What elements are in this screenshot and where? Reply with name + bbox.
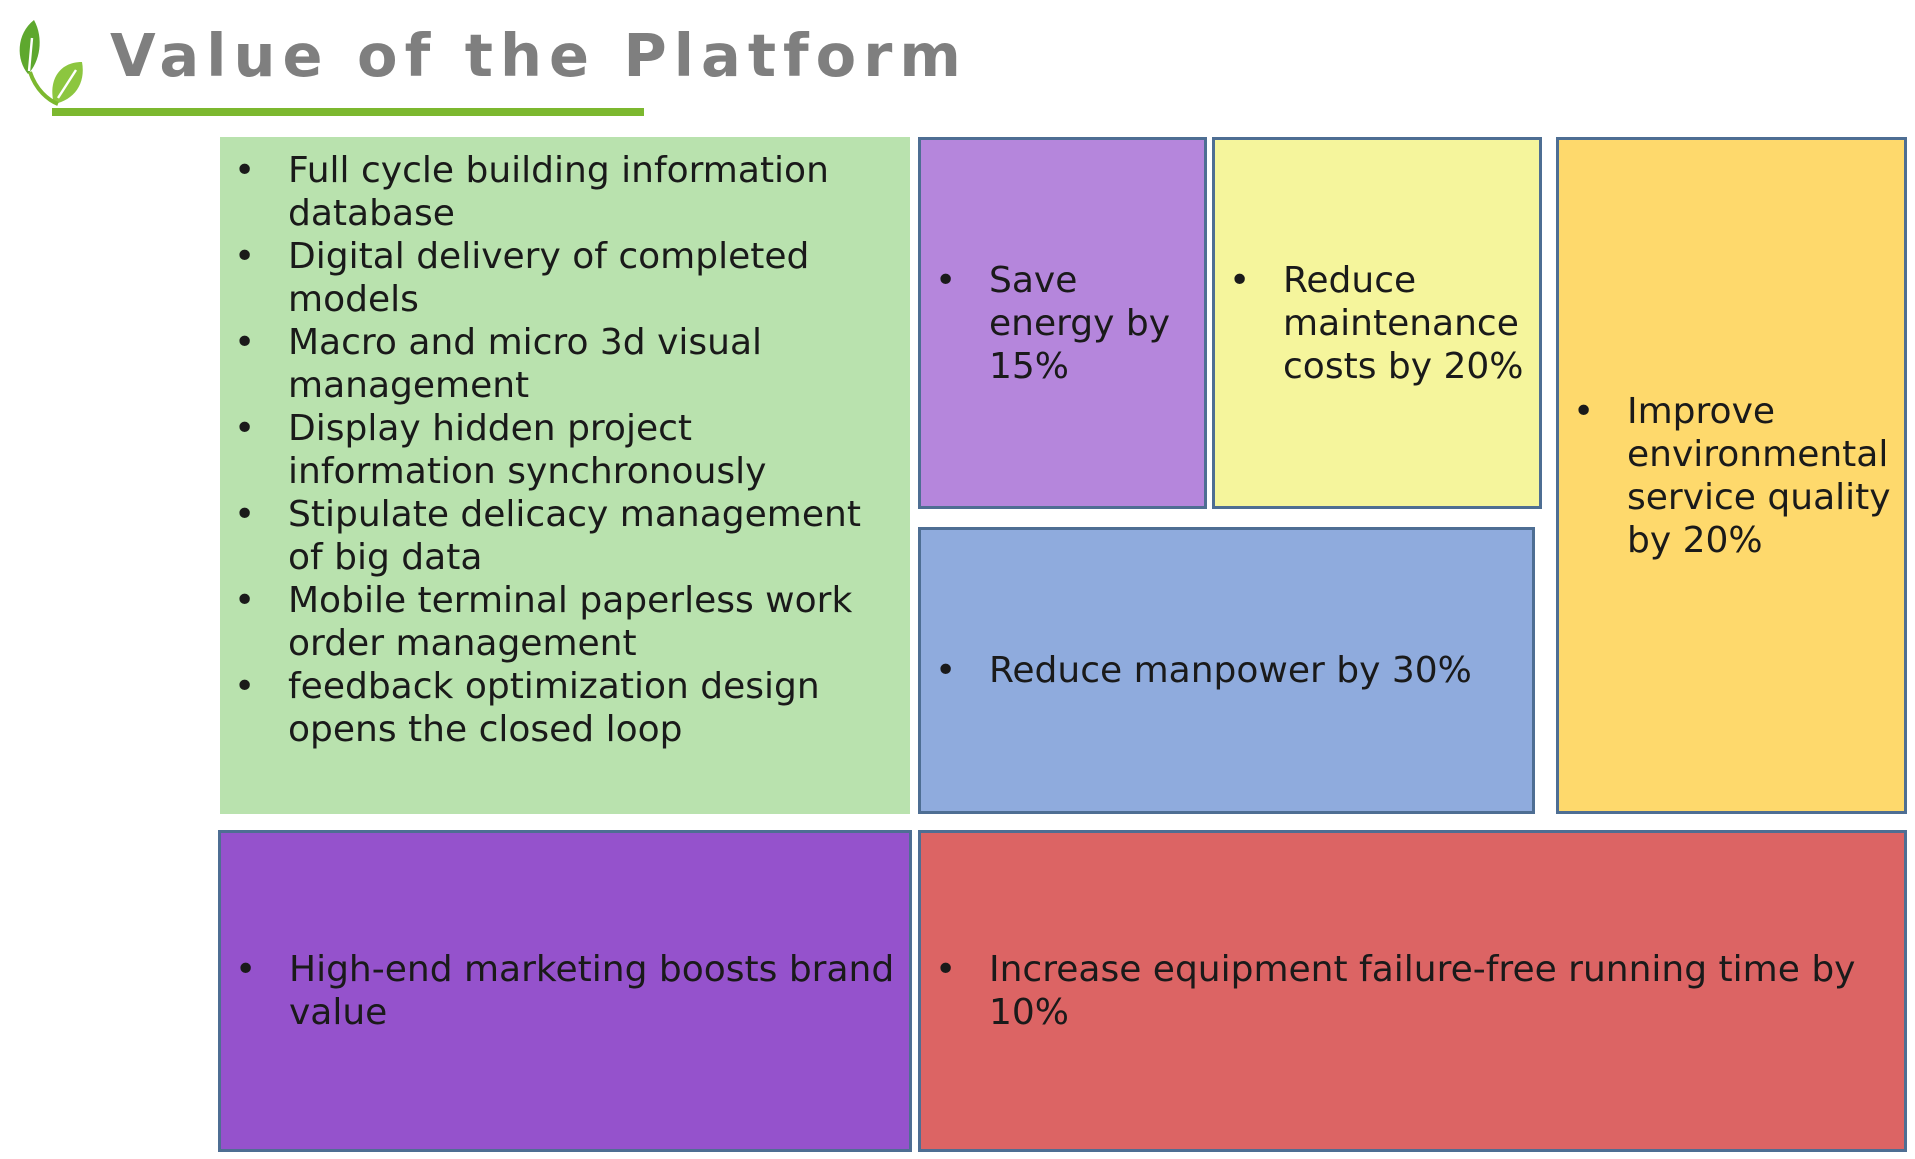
- manpower-box: • Reduce manpower by 30%: [918, 527, 1535, 814]
- bullet-text: Mobile terminal paperless work order man…: [288, 580, 853, 664]
- bullet-text: feedback optimization design opens the c…: [288, 666, 820, 750]
- bullet-text: Save energy by 15%: [989, 259, 1171, 387]
- bullet-item: • Stipulate delicacy management of big da…: [220, 493, 900, 579]
- bullet-dot-icon: •: [935, 949, 957, 990]
- bullet-text: Reduce maintenance costs by 20%: [1283, 259, 1524, 387]
- manpower-list: • Reduce manpower by 30%: [921, 649, 1526, 692]
- marketing-box: • High-end marketing boosts brand value: [218, 830, 912, 1152]
- leaf-logo-icon: [19, 20, 83, 106]
- bullet-item: • Digital delivery of completed models: [220, 235, 900, 321]
- maintenance-cost-box: • Reduce maintenance costs by 20%: [1212, 137, 1542, 509]
- bullet-text: High-end marketing boosts brand value: [289, 949, 895, 1033]
- energy-saving-box: • Save energy by 15%: [918, 137, 1207, 509]
- bullet-item: • Reduce manpower by 30%: [921, 649, 1526, 692]
- bullet-dot-icon: •: [234, 322, 256, 363]
- bullet-text: Digital delivery of completed models: [288, 236, 810, 320]
- bullet-dot-icon: •: [234, 494, 256, 535]
- features-box: • Full cycle building information databas…: [220, 137, 910, 814]
- energy-list: • Save energy by 15%: [921, 259, 1198, 388]
- environment-list: • Improve environmental service quality b…: [1559, 390, 1898, 562]
- bullet-dot-icon: •: [234, 236, 256, 277]
- bullet-item: • Reduce maintenance costs by 20%: [1215, 259, 1533, 388]
- bullet-dot-icon: •: [935, 259, 957, 301]
- bullet-dot-icon: •: [1229, 259, 1251, 301]
- bullet-item: • High-end marketing boosts brand value: [221, 948, 899, 1034]
- bullet-item: • Improve environmental service quality b…: [1559, 390, 1898, 562]
- bullet-text: Stipulate delicacy management of big dat…: [288, 494, 861, 578]
- bullet-text: Increase equipment failure-free running …: [989, 949, 1856, 1033]
- maintenance-list: • Reduce maintenance costs by 20%: [1215, 259, 1533, 388]
- title-underline: [52, 108, 644, 116]
- environmental-quality-box: • Improve environmental service quality b…: [1556, 137, 1907, 814]
- bullet-dot-icon: •: [234, 580, 256, 621]
- bullet-text: Full cycle building information database: [288, 150, 829, 234]
- bullet-dot-icon: •: [1573, 390, 1595, 432]
- bullet-dot-icon: •: [234, 408, 256, 449]
- bullet-dot-icon: •: [935, 650, 957, 691]
- bullet-item: • Increase equipment failure-free running…: [921, 948, 1894, 1034]
- bullet-dot-icon: •: [234, 666, 256, 707]
- bullet-text: Improve environmental service quality by…: [1627, 390, 1891, 561]
- bullet-dot-icon: •: [235, 949, 257, 990]
- bullet-item: • Display hidden project information sync…: [220, 407, 900, 493]
- bullet-item: • Full cycle building information databas…: [220, 149, 900, 235]
- bullet-item: • feedback optimization design opens the …: [220, 665, 900, 751]
- bullet-item: • Save energy by 15%: [921, 259, 1198, 388]
- bullet-item: • Macro and micro 3d visual management: [220, 321, 900, 407]
- bullet-text: Display hidden project information synch…: [288, 408, 767, 492]
- bullet-text: Reduce manpower by 30%: [989, 650, 1472, 691]
- marketing-list: • High-end marketing boosts brand value: [221, 948, 899, 1034]
- bullet-item: • Mobile terminal paperless work order ma…: [220, 579, 900, 665]
- failure-list: • Increase equipment failure-free running…: [921, 948, 1894, 1034]
- page-title: Value of the Platform: [110, 21, 968, 90]
- bullet-dot-icon: •: [234, 150, 256, 191]
- bullet-text: Macro and micro 3d visual management: [288, 322, 763, 406]
- failure-free-time-box: • Increase equipment failure-free running…: [918, 830, 1907, 1152]
- features-list: • Full cycle building information databas…: [220, 149, 900, 751]
